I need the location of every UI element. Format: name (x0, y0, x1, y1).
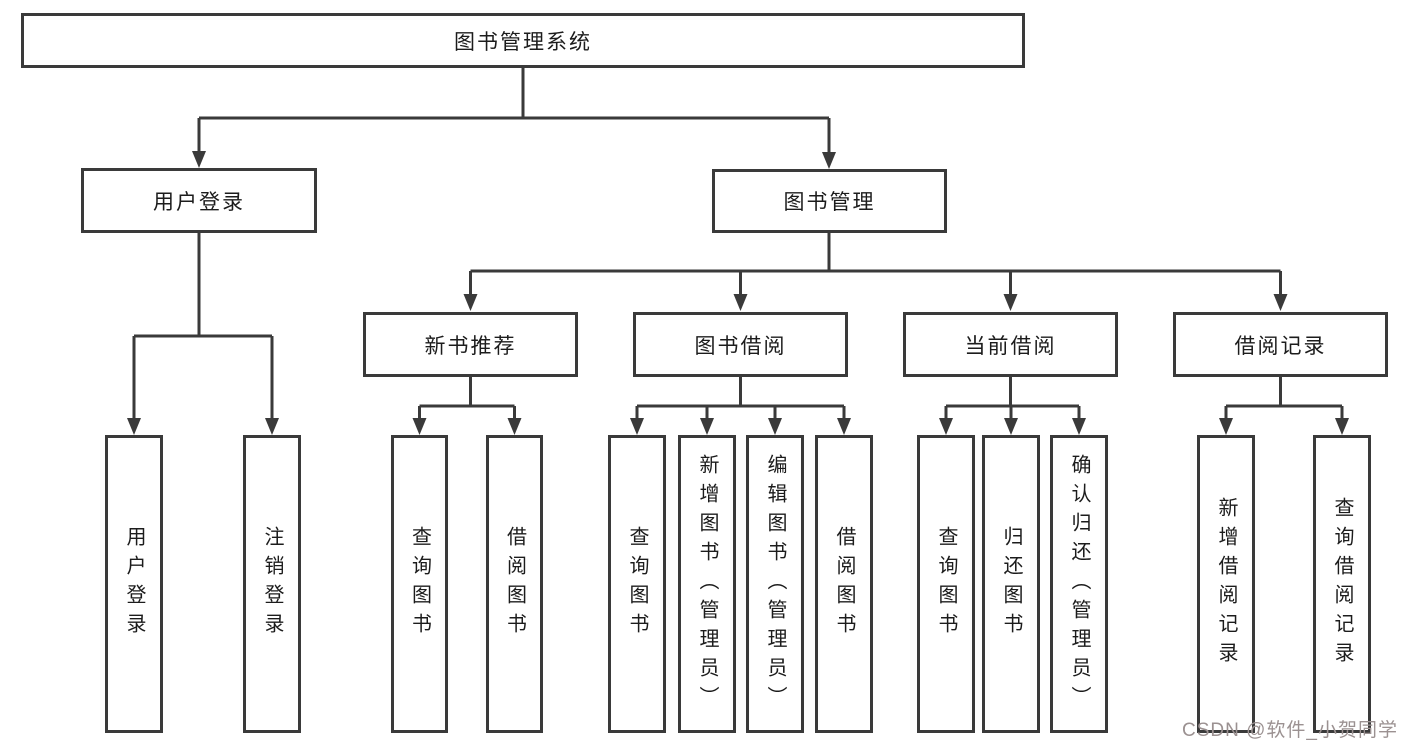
leaf-current-return-book: 归还图书 (982, 435, 1040, 733)
branch-user-login: 用户登录 (81, 168, 317, 233)
branch-new-book-recommend: 新书推荐 (363, 312, 578, 377)
leaf-newbooks-borrow-book: 借阅图书 (486, 435, 543, 733)
leaf-records-add-record: 新增借阅记录 (1197, 435, 1255, 733)
leaf-newbooks-query-book: 查询图书 (391, 435, 448, 733)
leaf-user-login: 用户登录 (105, 435, 163, 733)
leaf-borrow-edit-book-admin: 编辑图书（管理员） (746, 435, 804, 733)
arrowheads (127, 151, 1349, 435)
leaf-borrow-borrow-book: 借阅图书 (815, 435, 873, 733)
node-root-library-system: 图书管理系统 (21, 13, 1025, 68)
leaf-records-query-record: 查询借阅记录 (1313, 435, 1371, 733)
branch-book-management: 图书管理 (712, 169, 947, 233)
branch-borrow-records: 借阅记录 (1173, 312, 1388, 377)
leaf-borrow-query-book: 查询图书 (608, 435, 666, 733)
branch-book-borrow: 图书借阅 (633, 312, 848, 377)
leaf-borrow-add-book-admin: 新增图书（管理员） (678, 435, 736, 733)
leaf-logout: 注销登录 (243, 435, 301, 733)
leaf-current-query-book: 查询图书 (917, 435, 975, 733)
leaf-current-confirm-return-admin: 确认归还（管理员） (1050, 435, 1108, 733)
csdn-watermark: CSDN @软件_小贺同学 (1182, 720, 1398, 741)
branch-current-borrow: 当前借阅 (903, 312, 1118, 377)
